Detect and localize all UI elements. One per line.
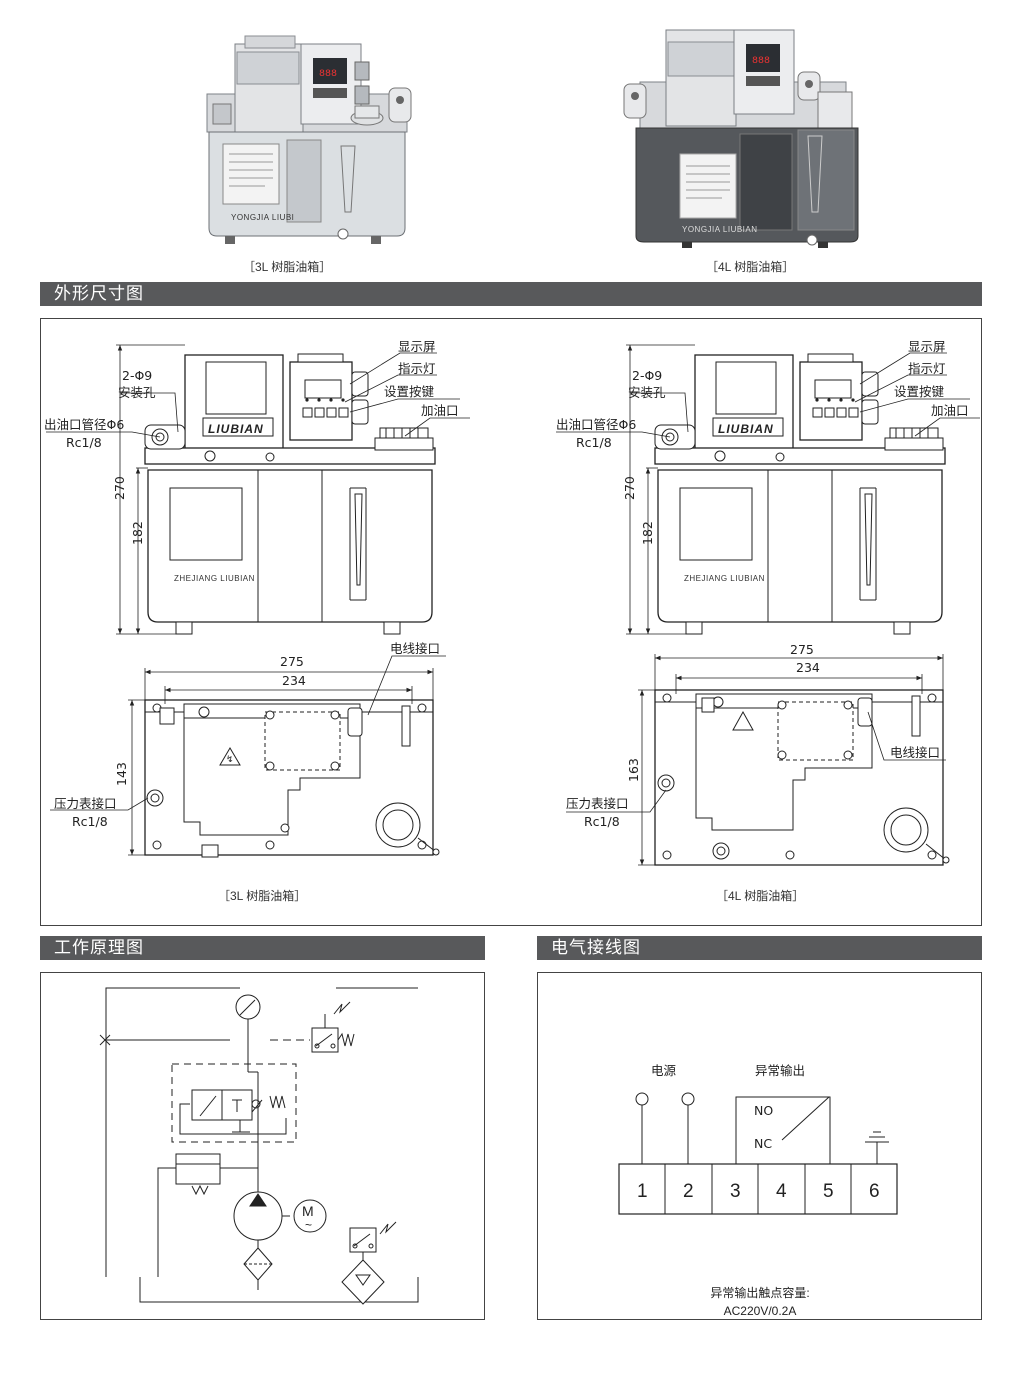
svg-text:888: 888 [319,69,337,80]
terminal-2: 2 [683,1181,694,1202]
product-brand-3l: YONGJIA LIUBI [231,213,294,222]
motor-ac-label: ~ [305,1218,312,1232]
terminal-3: 3 [730,1181,741,1202]
terminal-4: 4 [776,1181,787,1202]
dimension-drawing-frame [40,318,982,926]
product-photo-4l: 888 YONGJIA LIUBIAN [623,29,859,248]
wiring-diagram-frame [537,972,982,1320]
nc-contact-label: NC [754,1136,772,1151]
terminal-block-diagram: 电源 异常输出 NO NC 1 2 3 4 5 6 [618,1063,898,1215]
section-title-dimensions: 外形尺寸图 [40,282,982,306]
motor-label: M [302,1203,314,1219]
contact-capacity-title: 异常输出触点容量: [710,1286,810,1300]
product-brand-4l: YONGJIA LIUBIAN [682,225,758,234]
principle-diagram-frame [40,972,485,1320]
drawing-caption-4l: ［4L 树脂油箱］ [716,889,805,903]
power-label: 电源 [651,1063,677,1078]
alarm-output-label: 异常输出 [755,1063,805,1078]
product-caption-4l: ［4L 树脂油箱］ [706,260,795,274]
drawing-caption-3l: ［3L 树脂油箱］ [218,889,307,903]
terminal-1: 1 [637,1181,648,1202]
product-photo-3l: 888 YONGJIA LIUBI [206,35,412,244]
terminal-5: 5 [823,1181,834,1202]
section-title-principle: 工作原理图 [40,936,485,960]
svg-text:888: 888 [752,56,770,67]
product-caption-3l: ［3L 树脂油箱］ [243,260,332,274]
terminal-6: 6 [869,1181,880,1202]
contact-capacity-value: AC220V/0.2A [723,1304,797,1318]
no-contact-label: NO [754,1103,773,1118]
hydraulic-schematic: M ~ W [99,987,419,1305]
section-title-wiring: 电气接线图 [537,936,982,960]
